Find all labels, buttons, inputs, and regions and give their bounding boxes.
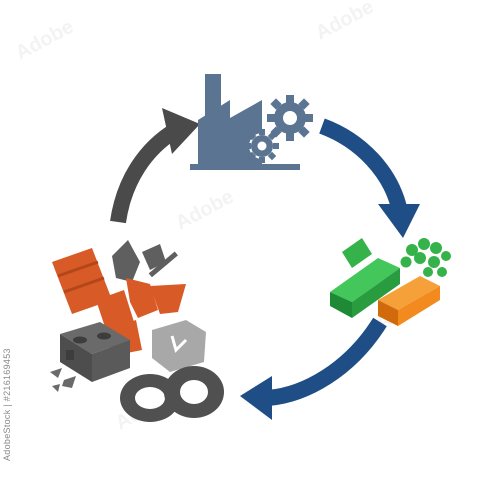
stone-block-icon: [152, 320, 206, 372]
stock-id-watermark: AdobeStock | #216169453: [2, 348, 12, 462]
barrel-icon: [52, 248, 112, 314]
large-gear-icon: [267, 95, 313, 141]
arrow-waste-to-factory: [110, 108, 200, 224]
pellets-icon: [400, 238, 451, 277]
cinder-block-icon: [60, 322, 130, 382]
svg-text:Adobe: Adobe: [12, 16, 77, 65]
small-gear-icon: [245, 129, 279, 163]
svg-text:Adobe: Adobe: [172, 186, 237, 235]
tires-icon: [120, 366, 224, 422]
scrap-waste-pile-icon: [50, 240, 224, 422]
factory-gears-icon: [190, 74, 313, 170]
metal-ingots-pellets-icon: [330, 238, 451, 326]
arrow-factory-to-materials: [319, 118, 420, 238]
svg-text:Adobe: Adobe: [312, 0, 377, 44]
arrow-materials-to-waste: [240, 317, 387, 420]
rubble-icon: [50, 368, 76, 392]
scrap-metal-icon: [112, 240, 178, 282]
